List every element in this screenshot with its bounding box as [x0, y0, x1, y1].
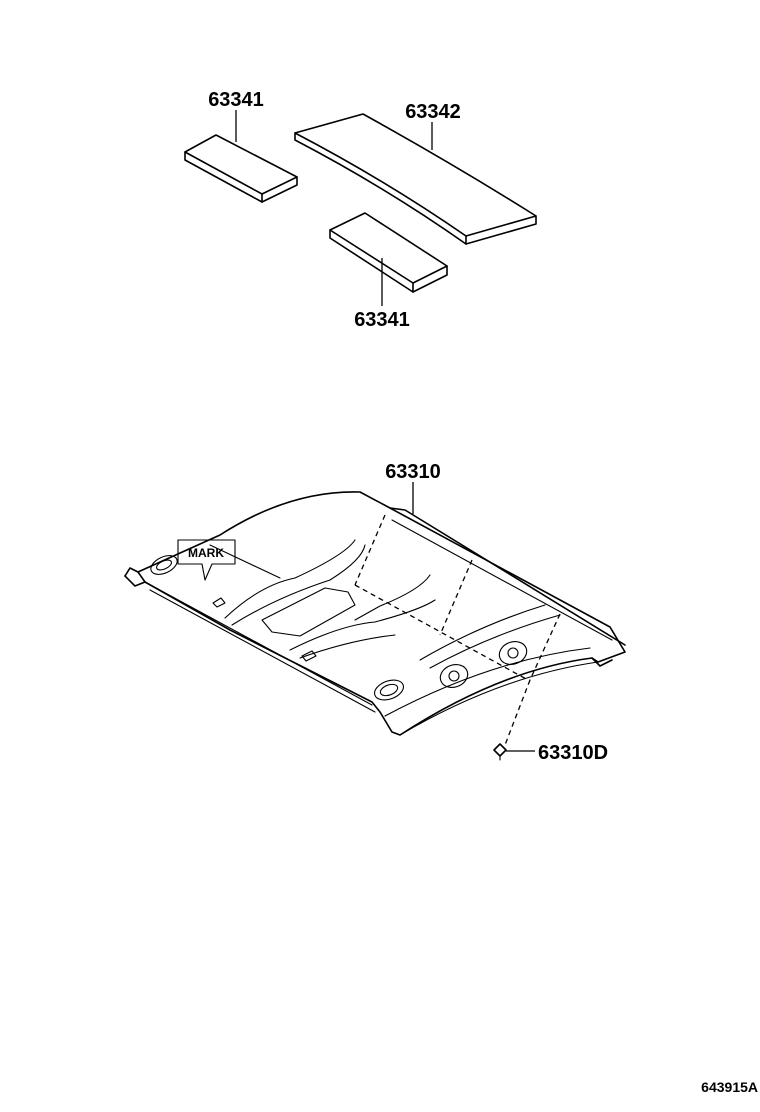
clip-63310D: [493, 743, 535, 761]
label-63341-lower: 63341: [354, 309, 410, 331]
label-63342: 63342: [405, 101, 461, 123]
label-63310D: 63310D: [538, 742, 608, 764]
label-63310: 63310: [385, 461, 441, 483]
pad-63342: [294, 113, 537, 245]
mark-callout: [177, 539, 236, 581]
pad-63341-lower: [329, 212, 448, 293]
figure-id: 643915A: [701, 1079, 758, 1095]
pad-63341-upper: [184, 134, 298, 203]
headliner-63310: [124, 491, 626, 746]
label-63341-upper: 63341: [208, 89, 264, 111]
mark-label: MARK: [188, 546, 224, 560]
